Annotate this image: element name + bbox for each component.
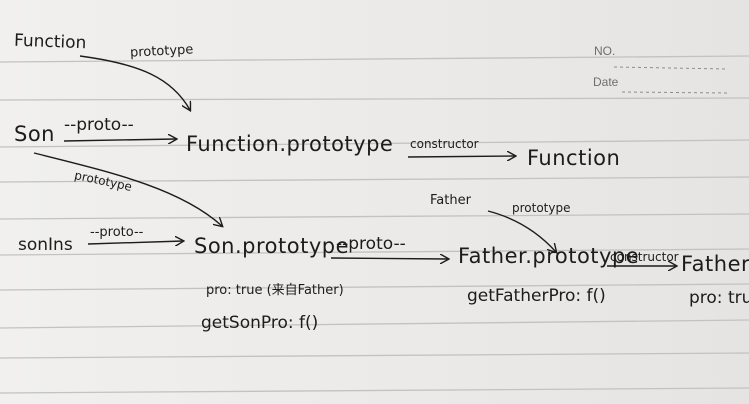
arrow-constructor-to-function [407, 156, 515, 157]
prototype-label-father: prototype [512, 201, 571, 215]
proto-label-son: --proto-- [64, 115, 134, 135]
arrow-sonins-to-son-prototype [87, 241, 183, 244]
arrow-father-to-father-prototype [487, 210, 556, 252]
arrow-son-prototype-to-father-prototype [330, 258, 448, 259]
arrow-son-to-function-prototype [63, 139, 176, 141]
constructor-label-function: constructor [410, 137, 479, 151]
proto-label-son-prototype: --proto-- [336, 234, 406, 254]
sonins-node: sonIns [18, 235, 73, 255]
arrow-function-prototype [79, 55, 190, 110]
arrow-function-to-son-prototype [33, 152, 222, 226]
proto-label-sonins: --proto-- [90, 225, 144, 240]
father-node-mid: Father [430, 193, 471, 208]
son-prototype-node: Son.prototype [194, 234, 350, 258]
constructor-label-father: constructor [610, 250, 679, 264]
son-prototype-getsonpro-note: getSonPro: f() [201, 313, 319, 333]
function-node-right: Function [527, 146, 621, 170]
father-prototype-getfatherpro-note: getFatherPro: f() [467, 286, 606, 306]
son-prototype-pro-note: pro: true (来自Father) [206, 283, 344, 298]
date-label: Date [593, 75, 619, 89]
function-prototype-node: Function.prototype [186, 132, 394, 156]
father-node-right: Father [681, 252, 749, 276]
father-prototype-node: Father.prototype [458, 244, 640, 268]
function-node-top: Function [13, 30, 87, 54]
number-label: NO. [594, 44, 616, 58]
son-node: Son [14, 122, 55, 146]
father-pro-note: pro: true [689, 288, 749, 308]
prototype-label-top: prototype [129, 42, 194, 61]
